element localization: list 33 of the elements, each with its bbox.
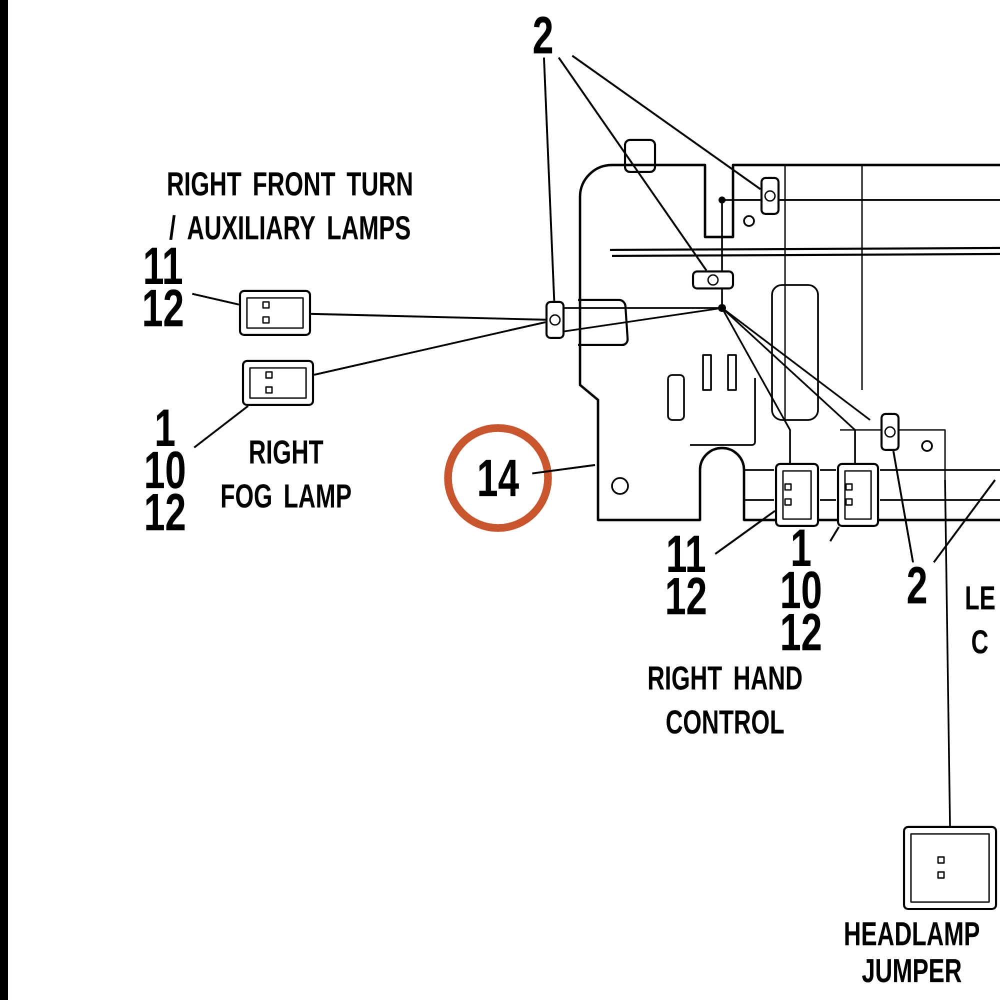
leader-line: [933, 479, 996, 563]
leader-line: [892, 450, 914, 563]
part-label: LE C: [966, 586, 995, 654]
wire: [311, 312, 546, 321]
leader-line: [192, 292, 240, 306]
connector-drawing: [836, 462, 880, 528]
clip-drawing: [545, 300, 565, 340]
part-label: HEADLAMP JUMPER: [845, 922, 980, 982]
connector-drawing: [774, 462, 820, 528]
leader-line: [829, 526, 840, 542]
leader-line: [543, 58, 556, 301]
leader-line: [532, 464, 596, 474]
callout-number: 1 10 12: [146, 410, 185, 530]
leader-line: [572, 54, 762, 190]
connector-drawing: [238, 290, 312, 336]
callout-number: 11 12: [144, 248, 183, 326]
clip-drawing: [760, 176, 780, 216]
wire: [314, 321, 546, 376]
clip-drawing: [880, 412, 900, 452]
callout-number: 2: [908, 566, 926, 604]
leader-line: [194, 405, 249, 448]
part-label: RIGHT HAND CONTROL: [648, 666, 802, 734]
leader-line: [714, 510, 776, 555]
connector-drawing: [242, 360, 314, 406]
leader-line: [558, 57, 708, 271]
callout-number: 14: [444, 424, 552, 532]
callout-number: 2: [534, 16, 552, 54]
part-label: RIGHT FOG LAMP: [222, 440, 351, 508]
callout-number: 11 12: [667, 536, 706, 614]
callout-number: 1 10 12: [782, 530, 821, 650]
part-label: RIGHT FRONT TURN / AUXILIARY LAMPS: [168, 172, 412, 240]
clip-drawing: [692, 270, 734, 290]
connector-drawing: [902, 826, 998, 910]
